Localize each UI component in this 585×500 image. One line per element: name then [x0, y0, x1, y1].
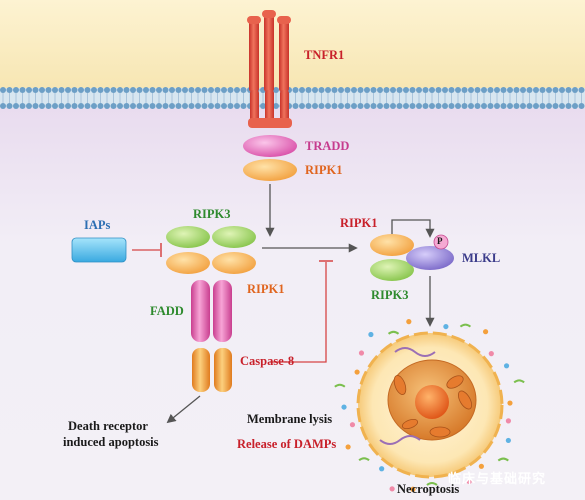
- caspase8-protein-b: [214, 348, 232, 392]
- ripk3-right-label: RIPK3: [371, 288, 409, 302]
- ripk1-protein-right: [370, 234, 414, 256]
- phosphate-label: P: [437, 236, 443, 246]
- ripk1-protein-left-b: [212, 252, 256, 274]
- tnfr1-receptor: [247, 10, 292, 128]
- fadd-protein-b: [213, 280, 232, 342]
- ripk3-protein-right: [370, 259, 414, 281]
- apoptosis-arrow: [166, 395, 201, 424]
- fadd-label: FADD: [150, 304, 184, 318]
- tradd-label: TRADD: [305, 139, 350, 153]
- ripk1-left-label: RIPK1: [247, 282, 285, 296]
- tnfr1-label: TNFR1: [304, 48, 345, 62]
- fadd-protein-a: [191, 280, 210, 342]
- tradd-protein: [243, 135, 297, 157]
- ripk1-protein-top: [243, 159, 297, 181]
- ripk3-protein-left-b: [212, 226, 256, 248]
- death-receptor-label-2: induced apoptosis: [63, 435, 159, 449]
- phosphate-group: [433, 234, 449, 250]
- membrane-lysis-label: Membrane lysis: [247, 412, 333, 426]
- watermark-text: 临床与基础研究: [448, 472, 547, 487]
- mlkl-label: MLKL: [462, 251, 501, 265]
- extracellular-space: [0, 0, 585, 88]
- caspase8-label: Caspase-8: [240, 354, 295, 368]
- death-receptor-label-1: Death receptor: [68, 419, 148, 433]
- ripk3-left-label: RIPK3: [193, 207, 231, 221]
- ripk1-right-label: RIPK1: [340, 216, 378, 230]
- necroptotic-cell: [356, 331, 504, 479]
- necroptosis-label: Necroptosis: [397, 482, 460, 496]
- ripk1-protein-left-a: [166, 252, 210, 274]
- ripk1-top-label: RIPK1: [305, 163, 343, 177]
- mlkl-protein: [406, 246, 454, 270]
- caspase8-protein-a: [192, 348, 210, 392]
- cell-membrane: [0, 87, 585, 109]
- ripk3-protein-left-a: [166, 226, 210, 248]
- iaps-box: [71, 237, 127, 263]
- nucleolus: [415, 385, 449, 419]
- iaps-label: IAPs: [84, 218, 111, 232]
- phosphorylation-arrow: [391, 219, 435, 238]
- damp-particles: [334, 319, 525, 492]
- caspase8-inhibition-line: [270, 262, 327, 363]
- release-damps-label: Release of DAMPs: [237, 437, 337, 451]
